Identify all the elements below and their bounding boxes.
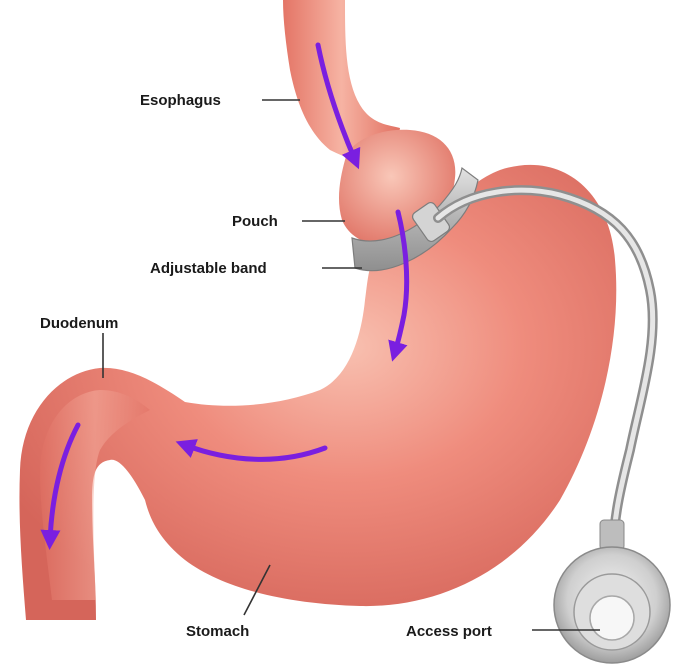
- label-duodenum: Duodenum: [40, 315, 118, 332]
- access-port: [554, 520, 670, 663]
- label-access-port: Access port: [406, 623, 492, 640]
- label-pouch: Pouch: [232, 213, 278, 230]
- label-esophagus: Esophagus: [140, 92, 221, 109]
- label-adjustable-band: Adjustable band: [150, 260, 267, 277]
- label-stomach: Stomach: [186, 623, 249, 640]
